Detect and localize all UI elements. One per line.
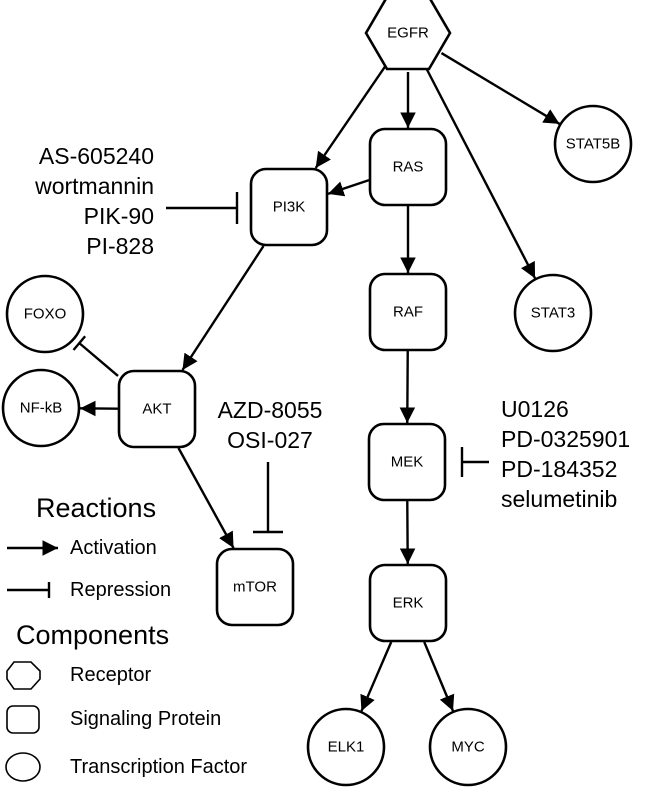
- transcription-factor-circle: [1, 368, 81, 448]
- edges-layer: [72, 52, 561, 712]
- node-label: AKT: [142, 401, 171, 418]
- repression-edge-akt-foxo: [72, 335, 119, 377]
- drug-label: OSI-027: [227, 427, 313, 453]
- node-label: MEK: [391, 454, 424, 471]
- node-elk1: ELK1: [306, 707, 386, 787]
- signaling-protein-box: [368, 272, 448, 352]
- drug-label: wortmannin: [34, 173, 154, 199]
- node-mek: MEK: [367, 422, 447, 502]
- activation-arrow: [177, 447, 235, 549]
- legend-transcription-factor-label: Transcription Factor: [70, 756, 247, 778]
- node-akt: AKT: [117, 369, 197, 449]
- node-label: NF-kB: [20, 400, 63, 417]
- node-label: PI3K: [273, 199, 306, 216]
- drug-label: PD-0325901: [501, 426, 630, 452]
- transcription-factor-circle: [428, 707, 508, 787]
- legend-signaling-protein-label: Signaling Protein: [70, 708, 221, 730]
- activation-arrow: [327, 178, 370, 197]
- node-label: EGFR: [387, 25, 429, 42]
- receptor-hexagon: [364, 0, 452, 71]
- node-label: RAS: [393, 159, 424, 176]
- signaling-protein-box: [215, 547, 295, 627]
- activation-arrow: [423, 641, 455, 712]
- drug-label: U0126: [501, 396, 569, 422]
- activation-edge-ras-pi3k: [327, 178, 370, 197]
- activation-edge-egfr-pi3k: [314, 64, 387, 169]
- node-label: STAT5B: [566, 136, 620, 153]
- drug-label: PIK-90: [84, 203, 154, 229]
- legend-reactions-title: Reactions: [36, 493, 156, 523]
- transcription-factor-circle: [513, 273, 593, 353]
- repression-line: [78, 342, 119, 377]
- legend-receptor-label: Receptor: [70, 664, 151, 686]
- node-ras: RAS: [368, 127, 448, 207]
- transcription-factor-circle: [5, 274, 85, 354]
- activation-edge-egfr-stat5b: [440, 52, 561, 125]
- activation-edge-erk-elk1: [360, 641, 393, 712]
- drug-label: AZD-8055: [218, 397, 323, 423]
- activation-edge-erk-myc: [423, 641, 455, 712]
- node-label: ELK1: [328, 739, 365, 756]
- drug-label: selumetinib: [501, 486, 617, 512]
- legend-repression-label: Repression: [70, 579, 171, 601]
- node-label: RAF: [393, 304, 423, 321]
- legend: Reactions Activation Repression Componen…: [5, 493, 247, 782]
- node-myc: MYC: [428, 707, 508, 787]
- node-label: MYC: [451, 739, 485, 756]
- signaling-protein-box: [367, 422, 447, 502]
- activation-arrow: [360, 641, 393, 712]
- rounded-square-icon: [6, 705, 40, 734]
- inhibitor-group-mtor: AZD-8055 OSI-027: [218, 397, 323, 534]
- drug-label: PD-184352: [501, 456, 617, 482]
- node-egfr: EGFR: [364, 0, 452, 71]
- activation-edge-egfr-stat3: [424, 67, 537, 279]
- node-raf: RAF: [368, 272, 448, 352]
- node-mtor: mTOR: [215, 547, 295, 627]
- drug-label: PI-828: [86, 233, 154, 259]
- node-foxo: FOXO: [5, 274, 85, 354]
- signaling-protein-box: [117, 369, 197, 449]
- ellipse-icon: [5, 752, 41, 782]
- node-label: STAT3: [531, 305, 575, 322]
- activation-arrow: [440, 52, 561, 125]
- node-stat3: STAT3: [513, 273, 593, 353]
- node-erk: ERK: [368, 563, 448, 643]
- inhibitor-group-pi3k: AS-605240 wortmannin PIK-90 PI-828: [34, 143, 239, 259]
- nodes-layer: EGFR RAS PI3K RAF AKT MEK mTOR ERK STAT5B STAT3 FO…: [1, 0, 633, 787]
- legend-components-title: Components: [16, 620, 169, 650]
- signaling-protein-box: [368, 563, 448, 643]
- node-pi3k: PI3K: [249, 167, 329, 247]
- activation-arrow: [181, 245, 265, 371]
- signaling-protein-box: [249, 167, 329, 247]
- legend-activation-label: Activation: [70, 537, 157, 559]
- activation-edge-pi3k-akt: [181, 245, 265, 371]
- octagon-icon: [6, 661, 41, 690]
- signaling-protein-box: [368, 127, 448, 207]
- activation-edge-akt-mtor: [177, 447, 235, 549]
- node-label: ERK: [393, 595, 424, 612]
- node-label: FOXO: [24, 306, 67, 323]
- transcription-factor-circle: [306, 707, 386, 787]
- transcription-factor-circle: [553, 104, 633, 184]
- activation-arrow: [314, 64, 387, 169]
- node-label: mTOR: [233, 579, 277, 596]
- drug-label: AS-605240: [39, 143, 154, 169]
- inhibitor-group-mek: U0126 PD-0325901 PD-184352 selumetinib: [460, 396, 630, 512]
- node-stat5b: STAT5B: [553, 104, 633, 184]
- node-nfkb: NF-kB: [1, 368, 81, 448]
- activation-arrow: [424, 67, 537, 279]
